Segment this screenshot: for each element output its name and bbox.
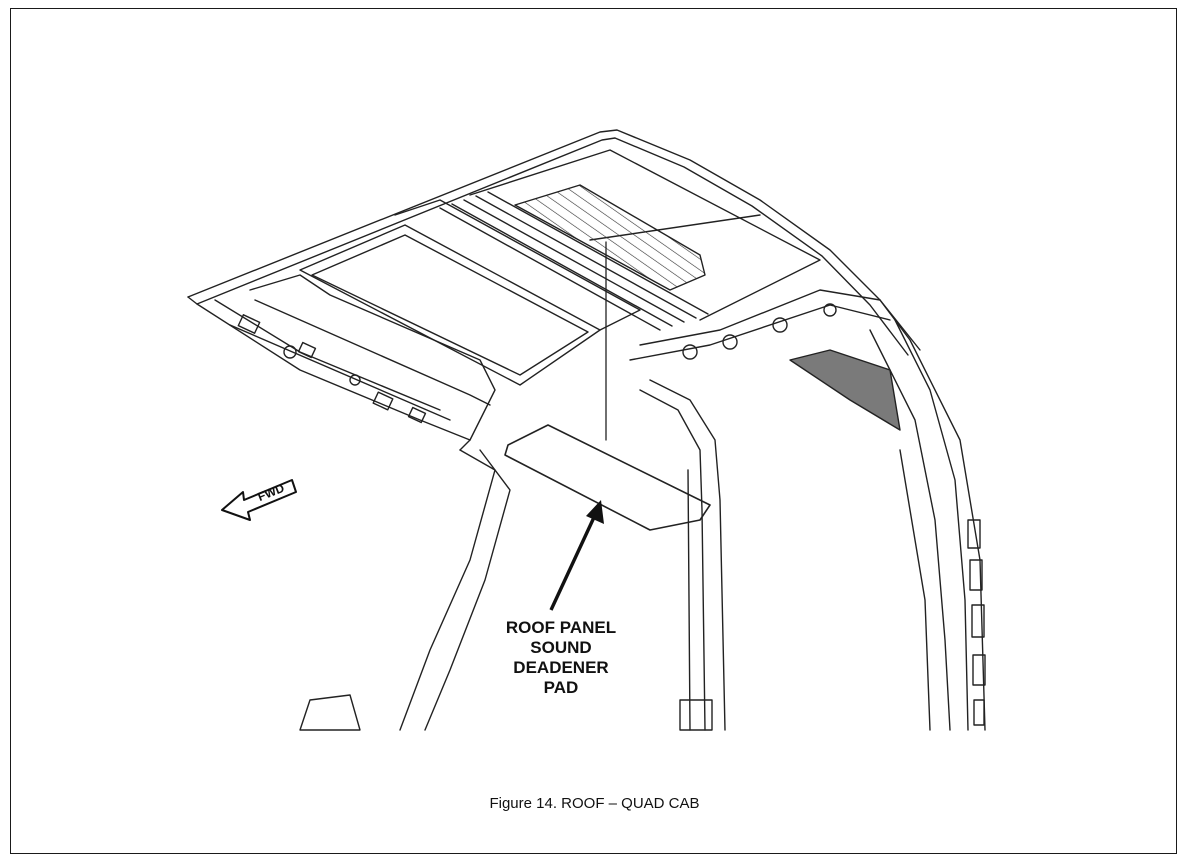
rear-roof-panel (469, 149, 821, 321)
figure-frame (10, 8, 1177, 854)
figure-caption: Figure 14. ROOF – QUAD CAB (489, 795, 700, 812)
right-side-pillar (869, 299, 986, 731)
roof-channel (439, 191, 709, 331)
callout-arrow (549, 500, 604, 611)
rear-header (629, 289, 891, 361)
callout-line-4: PAD (543, 678, 579, 697)
center-pillar (639, 379, 726, 731)
roof-outline (187, 129, 921, 441)
fwd-arrow-icon: FWD (221, 479, 297, 521)
hatched-area (514, 184, 706, 291)
front-header (229, 274, 496, 451)
sunroof-opening (299, 199, 641, 386)
callout-label: ROOF PANEL SOUND DEADENER PAD (486, 618, 636, 698)
callout-line-3: DEADENER (513, 658, 609, 677)
a-pillar (299, 449, 511, 731)
sound-deadener-pad (504, 424, 711, 531)
callout-line-2: SOUND (530, 638, 592, 657)
callout-line-1: ROOF PANEL (505, 618, 617, 637)
rear-upper-panel (789, 349, 901, 431)
